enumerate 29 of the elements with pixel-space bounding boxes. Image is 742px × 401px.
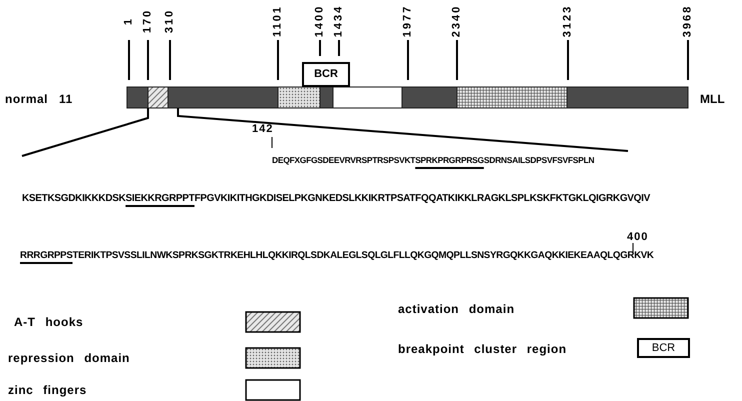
underlined-sequence-text: SIEKKRGRPPT — [126, 194, 194, 204]
sequence-text: SDRNSAILSDPSVFSVFSPLN — [484, 156, 594, 164]
region-box: BCR — [302, 62, 350, 87]
position-number: 1101 — [272, 5, 284, 37]
underlined-sequence-text: RRRGRPPS — [20, 251, 73, 261]
legend-text: repression domain — [8, 350, 130, 367]
underlined-sequence-text: SPRKPRGRPRSG — [415, 156, 484, 164]
legend-text: activation domain — [398, 301, 515, 318]
position-number: 1 — [124, 16, 134, 26]
gene-label: MLL — [700, 91, 725, 108]
position-number: 310 — [164, 8, 176, 34]
position-number: 170 — [142, 8, 154, 34]
position-number: 3123 — [562, 4, 574, 38]
chromosome-label: normal 11 — [5, 91, 73, 108]
legend-swatch: BCR — [637, 338, 690, 358]
position-number: 142 — [252, 124, 274, 135]
sequence-text: DEQFXGFGSDEEVRVRSPTRSPSVKT — [272, 156, 416, 164]
sequence-text: TERIKTPSVSSLILNWKSPRKSGKTRKEHLHLQKKIRQLSDKALEGLSQLGLFLLQKGQMQPLLSNSYRGQKKGAQKKIEKEAAQLQGRKVK — [72, 251, 654, 261]
legend-text: zinc fingers — [8, 382, 87, 399]
position-number: 3968 — [682, 4, 694, 38]
sequence-text: KSETKSGDKIKKKDSK — [22, 194, 126, 204]
legend-text: A-T hooks — [14, 314, 84, 331]
position-number: 1434 — [334, 4, 344, 38]
position-number: 2340 — [452, 4, 462, 38]
legend-text: breakpoint cluster region — [398, 341, 567, 358]
position-number: 400 — [627, 232, 648, 243]
position-number: 1400 — [314, 4, 326, 38]
sequence-text: FPGVKIKITHGKDISELPKGNKEDSLKKIKRTPSATFQQATKIKKLRAGKLSPLKSKFKTGKLQIGRKGVQIV — [194, 194, 650, 204]
position-number: 1977 — [402, 4, 414, 38]
